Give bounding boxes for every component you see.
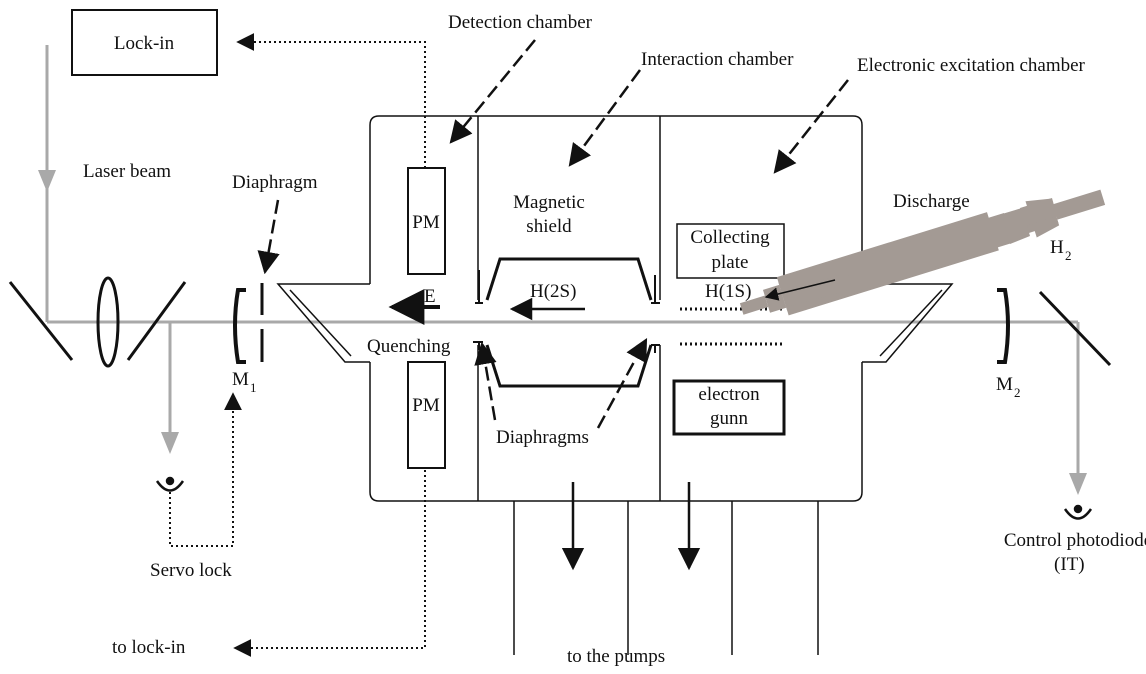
magnetic-shield-bottom (485, 344, 653, 388)
mirror-left-2 (126, 281, 187, 361)
lockin-label: Lock-in (114, 33, 175, 54)
m1-subscript: 1 (250, 380, 257, 395)
laser-beam-label: Laser beam (83, 161, 171, 182)
h2s-label: H(2S) (530, 281, 576, 302)
h2-subscript: 2 (1065, 248, 1072, 263)
magnetic-shield-top (485, 257, 653, 301)
electron-gun-box (672, 379, 786, 436)
gunn-label: gunn (710, 408, 749, 429)
diaphragm-label: Diaphragm (232, 172, 318, 193)
to-pumps-label: to the pumps (567, 646, 665, 667)
control-photodiode-icon (1063, 504, 1093, 520)
m2-label: M (996, 374, 1013, 395)
control-photodiode-label: Control photodiode (1004, 530, 1146, 551)
mirror-m1 (233, 288, 246, 364)
mirror-m2 (997, 288, 1010, 364)
it-label: (IT) (1054, 554, 1085, 575)
electron-label: electron (698, 384, 760, 405)
collecting-plate-box (676, 223, 785, 279)
h2-label: H (1050, 237, 1064, 258)
servo-beam-arrow-icon (161, 432, 179, 454)
pm-bottom-label: PM (412, 395, 440, 416)
mirror-left-1 (8, 281, 74, 361)
magnetic-label: Magnetic (513, 192, 585, 213)
discharge-tube-shape (788, 198, 1057, 306)
label-pointers (257, 39, 849, 429)
discharge-label: Discharge (893, 191, 970, 212)
discharge-pointer (764, 279, 836, 301)
diaphragms-label: Diaphragms (496, 427, 589, 448)
e-field-label: E (424, 286, 436, 307)
pm-bottom-box (407, 361, 446, 469)
pm-top-label: PM (412, 212, 440, 233)
servo-lock-label: Servo lock (150, 560, 232, 581)
m2-subscript: 2 (1014, 385, 1021, 400)
interaction-chamber-label: Interaction chamber (641, 49, 794, 70)
shield-label: shield (526, 216, 572, 237)
quenching-label: Quenching (367, 336, 451, 357)
lens (96, 276, 120, 368)
pm-top-box (407, 167, 446, 275)
lockin-box (71, 9, 218, 76)
servo-photodiode-icon (155, 476, 185, 492)
control-beam-arrow-icon (1069, 473, 1087, 495)
collecting-label: Collecting (690, 227, 770, 248)
signal-lines (169, 33, 426, 657)
laser-arrow-down-icon (38, 170, 56, 192)
to-lockin-label: to lock-in (112, 637, 186, 658)
detection-chamber-label: Detection chamber (448, 12, 593, 33)
m1-label: M (232, 369, 249, 390)
mirror-right (1038, 290, 1112, 367)
h1s-label: H(1S) (705, 281, 751, 302)
plate-label: plate (712, 252, 749, 273)
excitation-chamber-label: Electronic excitation chamber (857, 55, 1086, 76)
vacuum-chamber (276, 115, 954, 655)
